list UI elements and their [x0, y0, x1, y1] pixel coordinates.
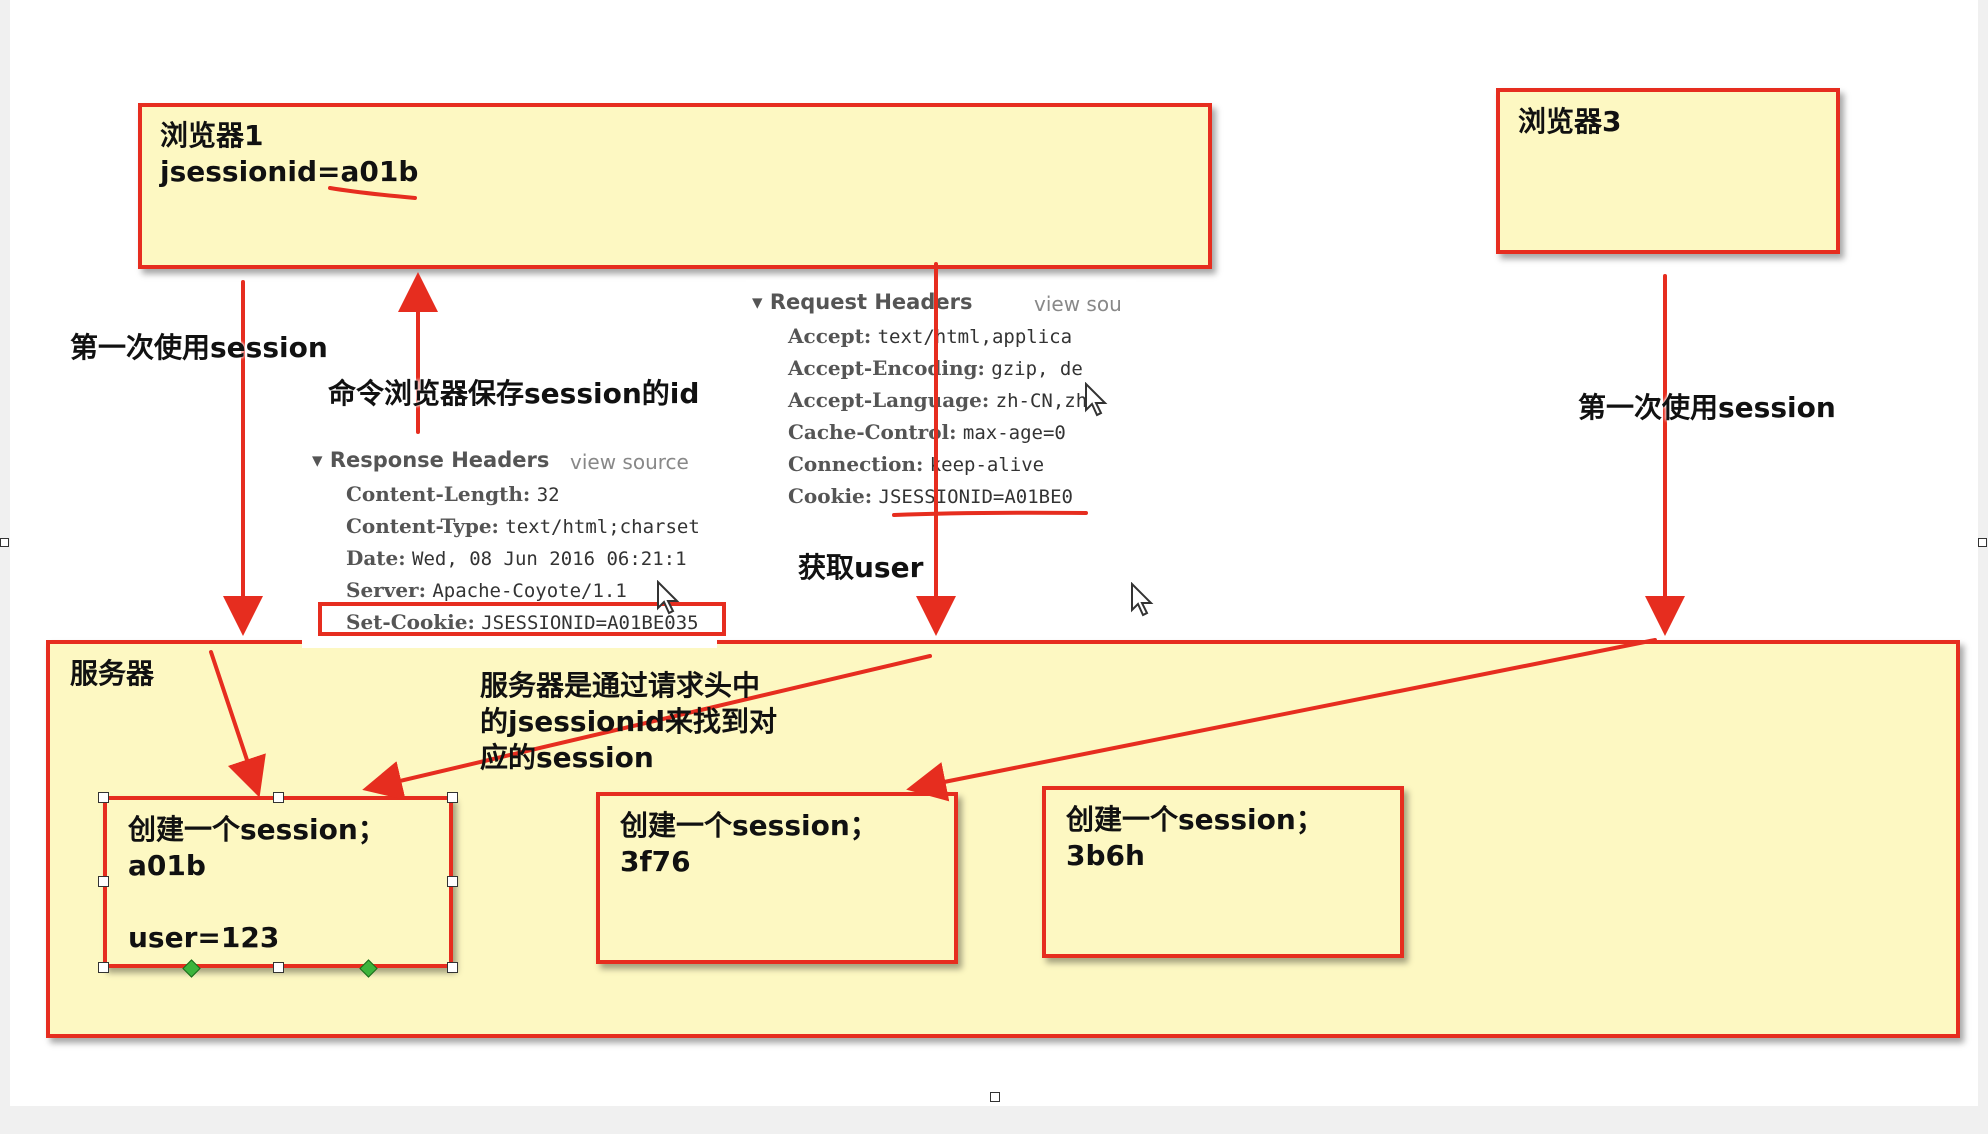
selection-handle-icon[interactable]: [98, 876, 109, 887]
selection-handle-icon[interactable]: [447, 962, 458, 973]
arrow-icon: [209, 650, 266, 798]
response-headers-title[interactable]: ▾ Response Headers: [312, 448, 550, 472]
underline-jsessionid: [328, 186, 417, 200]
session-text-a01b: 创建一个session； a01b user=123: [128, 813, 386, 954]
session-box-3f76[interactable]: [596, 792, 958, 964]
selection-handle-icon[interactable]: [98, 962, 109, 973]
response-headers-panel: ▾ Response Headers view source Content-L…: [302, 438, 717, 648]
collapse-triangle-icon[interactable]: ▾: [752, 290, 763, 314]
response-header-row: Date: Wed, 08 Jun 2016 06:21:1: [346, 546, 687, 570]
request-header-row: Accept-Language: zh-CN,zh: [788, 388, 1088, 412]
mouse-cursor-icon: [657, 580, 680, 615]
diagram-canvas: 浏览器1 jsessionid=a01b 浏览器3 服务器 创建一个sessio…: [10, 0, 1978, 1106]
selection-handle-icon[interactable]: [447, 792, 458, 803]
server-title: 服务器: [70, 657, 155, 690]
request-header-row: Accept-Encoding: gzip, de: [788, 356, 1083, 380]
label-get-user: 获取user: [798, 551, 924, 584]
label-lookup-note: 服务器是通过请求头中 的jsessionid来找到对 应的session: [480, 669, 777, 774]
request-view-source-link[interactable]: view sou: [1034, 292, 1122, 316]
mouse-cursor-icon: [1085, 382, 1108, 417]
request-header-row: Connection: keep-alive: [788, 452, 1045, 476]
request-headers-title[interactable]: ▾ Request Headers: [752, 290, 973, 314]
arrow-layer: [209, 186, 1685, 802]
selection-handle-icon[interactable]: [447, 876, 458, 887]
session-box-3b6h[interactable]: [1042, 786, 1404, 958]
arrow-icon: [362, 654, 932, 801]
collapse-triangle-icon[interactable]: ▾: [312, 448, 323, 472]
page-handle-icon[interactable]: [990, 1092, 1000, 1102]
session-text-3b6h: 创建一个session； 3b6h: [1066, 803, 1324, 872]
session-text-3f76: 创建一个session； 3f76: [620, 809, 878, 878]
response-header-row: Content-Length: 32: [346, 482, 560, 506]
label-first-use-left: 第一次使用session: [70, 331, 328, 364]
set-cookie-highlight: [318, 602, 726, 636]
browser3-box[interactable]: [1496, 88, 1840, 254]
selection-handle-icon[interactable]: [98, 792, 109, 803]
request-header-row: Accept: text/html,applica: [788, 324, 1073, 348]
response-header-row: Content-Type: text/html;charset: [346, 514, 700, 538]
browser3-title: 浏览器3: [1518, 105, 1622, 138]
browser1-title: 浏览器1: [160, 119, 264, 152]
label-save-id: 命令浏览器保存session的id: [328, 377, 700, 410]
response-header-row: Server: Apache-Coyote/1.1: [346, 578, 627, 602]
response-header-row-set-cookie: Set-Cookie: JSESSIONID=A01BE035: [346, 610, 699, 634]
request-header-row: Cache-Control: max-age=0: [788, 420, 1066, 444]
underline-cookie: [892, 510, 1088, 517]
label-first-use-right: 第一次使用session: [1578, 391, 1836, 424]
page-edge-handle-icon[interactable]: [1978, 538, 1987, 547]
request-header-row-cookie: Cookie: JSESSIONID=A01BE0: [788, 484, 1073, 508]
arrow-icon: [906, 638, 1657, 802]
mouse-cursor-icon: [1131, 582, 1154, 617]
browser1-jsessionid: jsessionid=a01b: [160, 155, 419, 188]
response-view-source-link[interactable]: view source: [570, 450, 689, 474]
browser1-box[interactable]: [138, 103, 1212, 269]
page-edge-handle-icon[interactable]: [0, 538, 9, 547]
selection-handle-icon[interactable]: [273, 792, 284, 803]
selection-handle-icon[interactable]: [273, 962, 284, 973]
request-headers-panel: ▾ Request Headers view sou Accept: text/…: [746, 280, 1136, 520]
